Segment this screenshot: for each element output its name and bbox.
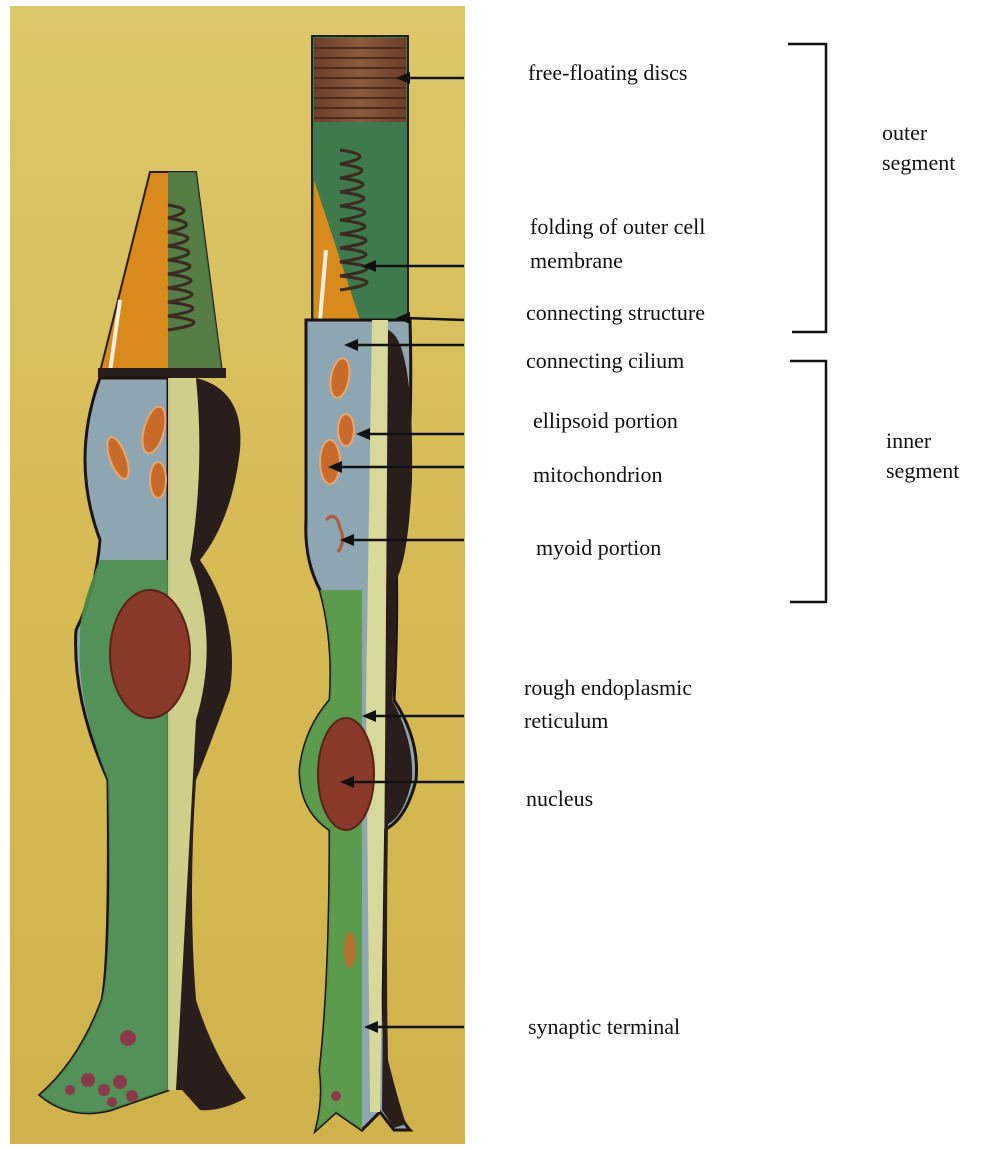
label-free-floating-discs: free-floating discs (528, 60, 687, 86)
cone-granule (120, 1030, 136, 1046)
label-connecting-cilium: connecting cilium (526, 348, 684, 374)
cone-granule (107, 1097, 117, 1107)
cone-granule (126, 1090, 138, 1102)
segment-brackets (788, 44, 826, 602)
cone-granule (98, 1084, 110, 1096)
label-folding-line2: membrane (530, 248, 623, 274)
rod-nucleus (318, 718, 374, 830)
outer-segment-bracket (788, 44, 826, 332)
inner-segment-bracket (790, 361, 826, 602)
rod-granule (331, 1091, 341, 1101)
group-outer-line2: segment (882, 150, 955, 176)
cone-granule (65, 1085, 75, 1095)
group-inner-line2: segment (886, 458, 959, 484)
cone-mito-3 (150, 462, 166, 498)
label-synaptic-terminal: synaptic terminal (528, 1014, 680, 1040)
cone-nucleus (110, 590, 190, 718)
rod-mito-3 (338, 414, 354, 446)
rod-terminal-dot (344, 932, 356, 968)
label-connecting-structure: connecting structure (526, 300, 705, 326)
label-rer-line2: reticulum (524, 708, 608, 734)
rod-mito-2 (320, 440, 340, 484)
label-myoid-portion: myoid portion (536, 535, 661, 561)
group-inner-line1: inner (886, 428, 931, 454)
label-rer-line1: rough endoplasmic (524, 675, 692, 701)
label-ellipsoid-portion: ellipsoid portion (533, 408, 678, 434)
label-mitochondrion: mitochondrion (533, 462, 663, 488)
cone-granule (113, 1075, 127, 1089)
cone-granule (81, 1073, 95, 1087)
rod-disc-stack (314, 38, 406, 122)
group-outer-line1: outer (882, 120, 927, 146)
label-nucleus: nucleus (526, 786, 593, 812)
label-folding-line1: folding of outer cell (530, 214, 705, 240)
